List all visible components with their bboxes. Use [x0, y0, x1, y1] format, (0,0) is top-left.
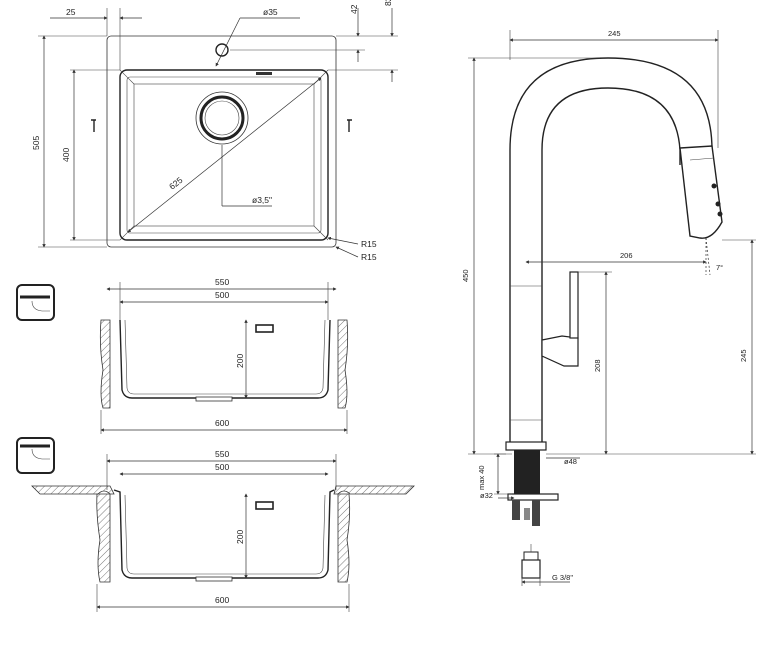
dim-32-label: ø32 — [480, 491, 493, 500]
dim-48-label: ø48 — [564, 457, 577, 466]
dim-outlet-label: 245 — [739, 349, 748, 362]
mounting-plate — [507, 493, 559, 501]
dim-505-label: 505 — [31, 136, 41, 150]
drain-body — [195, 396, 233, 402]
section-marker-right — [347, 119, 352, 132]
cabinet-wall-left — [96, 493, 111, 583]
spray-button — [717, 211, 723, 217]
dim-600-label: 600 — [215, 595, 229, 605]
drain-body — [195, 576, 233, 582]
dim-thread-label: G 3/8" — [552, 573, 573, 582]
bowl-inner-profile — [124, 319, 326, 395]
dim-500-label: 500 — [215, 290, 229, 300]
bowl-profile — [113, 489, 335, 579]
supply-hose — [532, 500, 540, 526]
dim-25-label: 25 — [66, 7, 76, 17]
dim-550-label: 550 — [215, 277, 229, 287]
faucet-view: 7° 245 206 450 245 — [461, 29, 756, 586]
bowl-profile — [119, 319, 331, 399]
dim-200-label: 200 — [235, 354, 245, 368]
spray-button — [715, 201, 721, 207]
dim-reach-label: 245 — [608, 29, 621, 38]
section-view-flush: 550 500 200 600 — [16, 437, 415, 612]
spray-angle-label: 7° — [716, 263, 723, 272]
bowl-inner-profile — [124, 494, 326, 575]
dim-206-label: 206 — [620, 251, 633, 260]
hose-nut — [521, 559, 541, 579]
cabinet-wall-right — [337, 319, 349, 409]
diagonal-dimension — [127, 77, 322, 233]
spray-head-line — [689, 157, 715, 161]
r15-leader-2 — [335, 246, 359, 258]
r15-label-2: R15 — [361, 252, 377, 262]
faucet-handle — [541, 335, 579, 367]
drain-outer — [195, 91, 249, 145]
overflow-slot — [255, 501, 274, 510]
dim-82-label: 82 — [383, 0, 393, 6]
spray-head — [679, 145, 723, 239]
dim-200-label: 200 — [235, 530, 245, 544]
faucet-column-inner — [541, 87, 681, 442]
sink-outer-rim — [106, 35, 337, 248]
spray-button — [711, 183, 717, 189]
countertop-left — [31, 485, 115, 495]
r15-leader-1 — [327, 236, 359, 245]
faucet-base — [505, 441, 547, 451]
tap-hole-label: ø35 — [263, 7, 278, 17]
drain-label: ø3,5" — [252, 195, 272, 205]
mount-type-icon-flush — [16, 437, 55, 474]
countertop-right — [333, 485, 415, 495]
mounting-shank — [514, 450, 540, 494]
overflow-slot — [255, 324, 274, 333]
tap-hole — [215, 43, 229, 57]
dim-208-label: 208 — [593, 359, 602, 372]
overflow-slot — [256, 72, 272, 75]
hose-fitting — [523, 551, 539, 561]
cabinet-wall-left — [99, 319, 111, 409]
sink-bowl-outline — [119, 69, 329, 241]
handle-lever — [569, 271, 579, 339]
section-view-undermount: 550 500 200 600 — [16, 277, 349, 434]
drain-ring — [199, 95, 245, 141]
spray-axis — [705, 237, 711, 276]
supply-hose — [512, 500, 520, 520]
r15-label-1: R15 — [361, 239, 377, 249]
dim-450-label: 450 — [461, 269, 470, 282]
dim-42-label: 42 — [349, 4, 359, 14]
drain-inner — [204, 100, 240, 136]
faucet-column — [509, 57, 713, 442]
dim-max40-label: max 40 — [477, 465, 486, 490]
dim-400-label: 400 — [61, 148, 71, 162]
tap-hole-leader — [215, 17, 241, 67]
dim-550-label: 550 — [215, 449, 229, 459]
section-marker-left — [91, 119, 96, 132]
dim-500-label: 500 — [215, 462, 229, 472]
dim-600-label: 600 — [215, 418, 229, 428]
cabinet-wall-right — [337, 493, 351, 583]
mount-type-icon-undermount — [16, 284, 55, 321]
mounting-stud — [524, 508, 530, 520]
sink-top-view: 625 ø3,5" ø35 25 42 82 505 400 — [31, 0, 398, 262]
